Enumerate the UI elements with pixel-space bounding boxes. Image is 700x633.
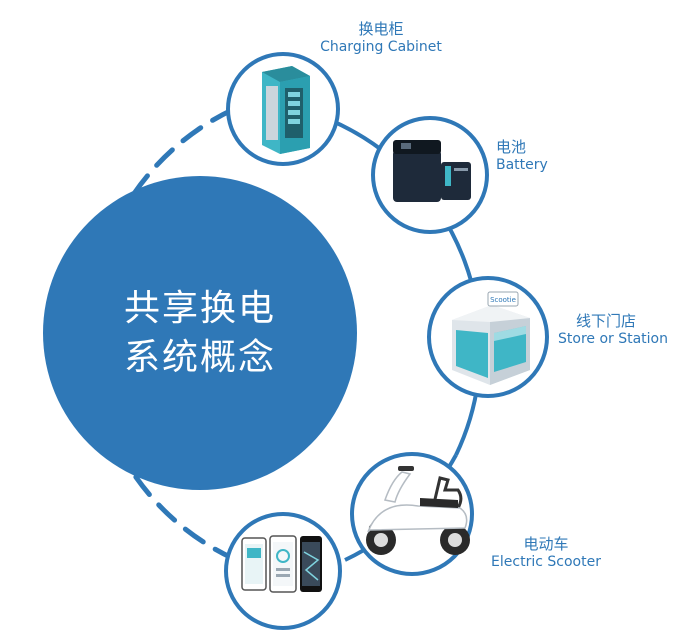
scooter-icon [366,466,470,555]
label-cabinet-en: Charging Cabinet [320,38,442,55]
node-store: Scootie [427,276,549,398]
label-store-zh: 线下门店 [576,312,637,330]
label-battery-zh: 电池 [496,138,527,156]
label-store: 线下门店 Store or Station [558,312,668,348]
label-store-en: Store or Station [558,330,668,347]
label-cabinet: 换电柜 Charging Cabinet [316,20,446,56]
label-battery: 电池 Battery [496,138,548,174]
store-icon: Scootie [452,291,530,385]
center-title-line2: 系统概念 [123,336,276,378]
center-title-line1: 共享换电 [123,288,276,329]
charging-cabinet-icon [262,66,310,154]
node-app [224,512,342,630]
label-scooter-en: Electric Scooter [491,553,601,570]
node-battery [371,116,489,234]
center-circle [43,176,357,490]
label-scooter-zh: 电动车 [523,535,569,553]
node-cabinet [226,52,340,166]
center-title: 共享换电 系统概念 [80,285,320,382]
label-cabinet-zh: 换电柜 [358,20,404,38]
orbit-dashed-arc [88,107,235,561]
node-scooter [350,452,474,576]
phone-app-icon [241,535,322,593]
battery-icon [393,140,471,202]
label-battery-en: Battery [496,156,548,173]
store-sign-text: Scootie [490,296,516,304]
label-scooter: 电动车 Electric Scooter [484,535,608,571]
